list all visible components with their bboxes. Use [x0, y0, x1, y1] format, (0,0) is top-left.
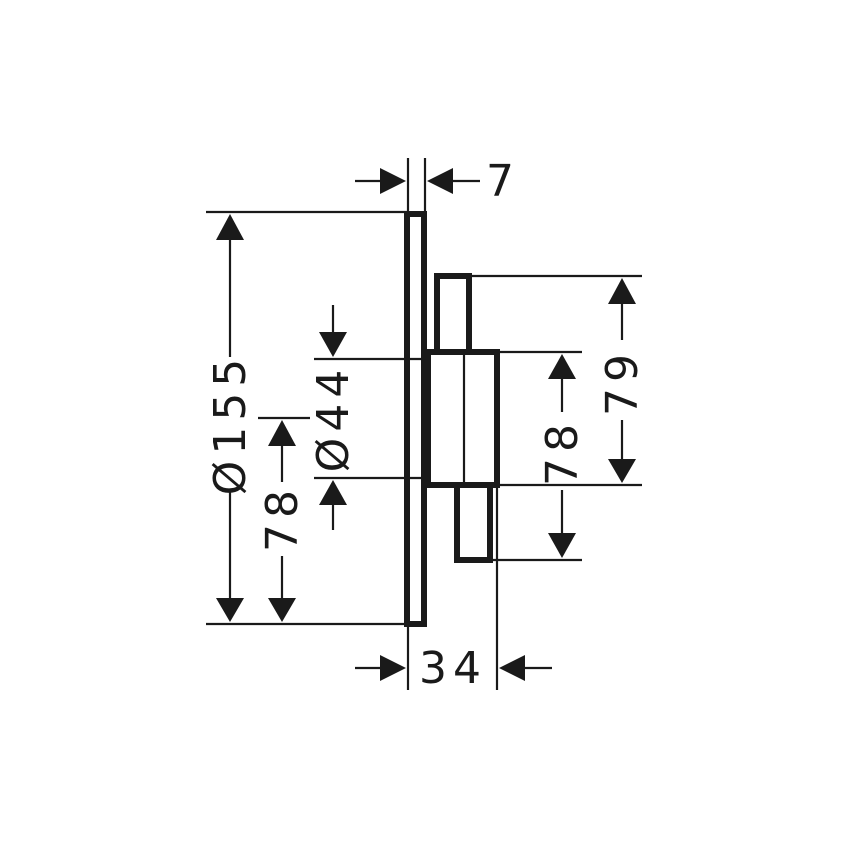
dim-plate-thickness: 7 [355, 156, 520, 214]
dim-right-upper-span: 79 [469, 274, 648, 487]
lower-stem [454, 482, 493, 563]
cover-plate [404, 211, 427, 627]
arrow-right [380, 168, 406, 194]
dim-plate-diameter: Ø155 [205, 210, 408, 626]
dim-right-lower-span: 78 [490, 350, 588, 562]
arrow-up [548, 354, 576, 379]
arrow-down [268, 598, 296, 622]
upper-stem [434, 273, 472, 355]
part-outline [404, 211, 500, 627]
arrow-up [608, 278, 636, 304]
dim-label-knob-diameter: Ø44 [308, 364, 359, 473]
dim-label-right-lower-span: 78 [537, 418, 588, 486]
dim-label-plate-thickness: 7 [486, 156, 520, 207]
arrow-up [216, 214, 244, 240]
main-body [425, 349, 500, 488]
dim-label-plate-half-height: 78 [257, 484, 308, 552]
dim-label-projection-depth: 34 [419, 643, 487, 694]
arrow-right [380, 655, 406, 681]
dim-plate-half-height: 78 [257, 416, 310, 622]
dim-projection-depth: 34 [355, 485, 552, 694]
arrow-down [216, 598, 244, 622]
dim-knob-diameter: Ø44 [308, 305, 428, 530]
dim-label-plate-diameter: Ø155 [205, 353, 256, 496]
arrow-up [268, 420, 296, 446]
arrow-down [608, 459, 636, 483]
arrow-down [548, 533, 576, 558]
dim-label-right-upper-span: 79 [597, 348, 648, 416]
arrow-left [499, 655, 525, 681]
arrow-left [427, 168, 453, 194]
arrow-up [319, 480, 347, 505]
arrow-down [319, 332, 347, 357]
